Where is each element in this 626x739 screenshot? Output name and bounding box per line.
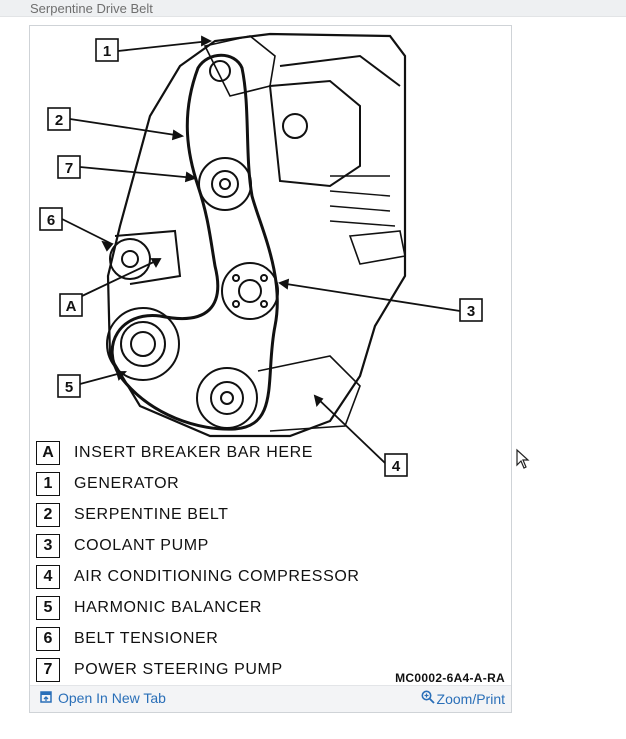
- svg-text:2: 2: [55, 112, 63, 129]
- serpentine-belt-diagram: 1 2 7 6 A 5 3: [39, 32, 483, 477]
- legend-key: 4: [36, 565, 60, 589]
- legend-label: COOLANT PUMP: [74, 537, 209, 554]
- figure-card: 1 2 7 6 A 5 3: [29, 25, 512, 713]
- svg-text:4: 4: [392, 458, 401, 475]
- open-in-new-tab-link[interactable]: Open In New Tab: [40, 690, 166, 706]
- legend-label: SERPENTINE BELT: [74, 506, 229, 523]
- legend-row: A INSERT BREAKER BAR HERE: [36, 439, 496, 470]
- zoom-print-label: Zoom/Print: [436, 690, 505, 707]
- legend-label: HARMONIC BALANCER: [74, 599, 263, 616]
- figure-code: MC0002-6A4-A-RA: [395, 671, 505, 685]
- top-bar: Serpentine Drive Belt: [0, 0, 626, 17]
- callout-3: 3: [459, 298, 483, 322]
- callout-6: 6: [39, 207, 63, 231]
- svg-text:5: 5: [65, 379, 73, 396]
- zoom-print-link[interactable]: Zoom/Print: [421, 690, 505, 707]
- legend-key: 1: [36, 472, 60, 496]
- legend-row: 3 COOLANT PUMP: [36, 532, 496, 563]
- legend-row: 6 BELT TENSIONER: [36, 625, 496, 656]
- legend-key: 7: [36, 658, 60, 682]
- legend-key: 6: [36, 627, 60, 651]
- card-footer: Open In New Tab Zoom/Print: [30, 685, 511, 712]
- svg-text:A: A: [66, 298, 77, 315]
- legend-row: 1 GENERATOR: [36, 470, 496, 501]
- legend-label: AIR CONDITIONING COMPRESSOR: [74, 568, 360, 585]
- svg-text:1: 1: [103, 43, 111, 60]
- legend-row: 2 SERPENTINE BELT: [36, 501, 496, 532]
- legend-key: A: [36, 441, 60, 465]
- legend-row: 7 POWER STEERING PUMP: [36, 656, 496, 687]
- callout-1: 1: [95, 38, 119, 62]
- callout-2: 2: [47, 107, 71, 131]
- open-in-new-tab-icon: [40, 690, 52, 706]
- svg-text:7: 7: [65, 160, 73, 177]
- page-title: Serpentine Drive Belt: [30, 1, 153, 16]
- magnifier-icon: [421, 690, 435, 707]
- legend-key: 5: [36, 596, 60, 620]
- legend-label: BELT TENSIONER: [74, 630, 219, 647]
- mouse-cursor-icon: [516, 448, 530, 469]
- callout-4: 4: [384, 453, 408, 477]
- legend-label: POWER STEERING PUMP: [74, 661, 283, 678]
- legend-row: 5 HARMONIC BALANCER: [36, 594, 496, 625]
- callout-a: A: [59, 293, 83, 317]
- diagram-legend: A INSERT BREAKER BAR HERE 1 GENERATOR 2 …: [36, 439, 496, 687]
- legend-key: 3: [36, 534, 60, 558]
- svg-text:6: 6: [47, 212, 55, 229]
- callout-5: 5: [57, 374, 81, 398]
- legend-key: 2: [36, 503, 60, 527]
- callout-7: 7: [57, 155, 81, 179]
- legend-row: 4 AIR CONDITIONING COMPRESSOR: [36, 563, 496, 594]
- legend-label: GENERATOR: [74, 475, 180, 492]
- svg-text:3: 3: [467, 303, 475, 320]
- open-in-new-tab-label: Open In New Tab: [58, 690, 166, 706]
- legend-label: INSERT BREAKER BAR HERE: [74, 444, 314, 461]
